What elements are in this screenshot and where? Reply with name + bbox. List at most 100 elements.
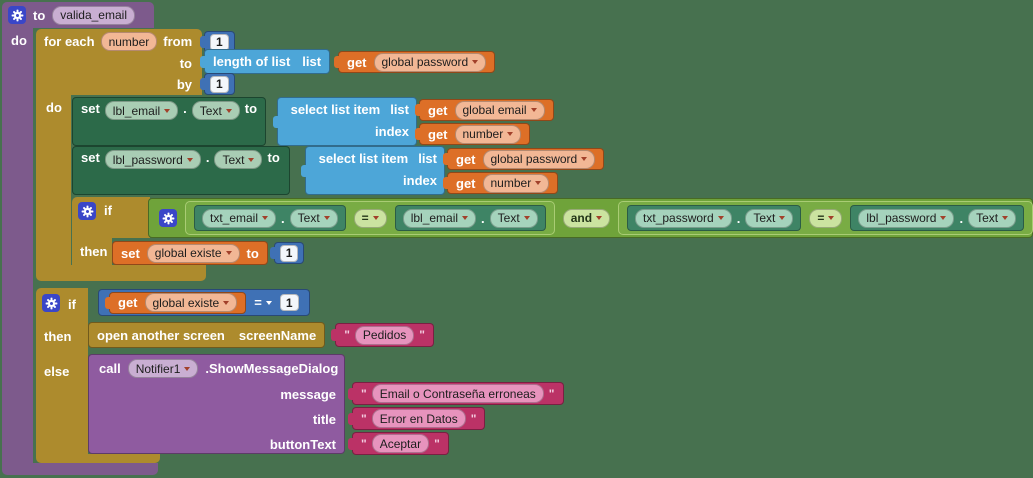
equals-block-password[interactable]: txt_password . Text = lbl_password . Tex… bbox=[618, 201, 1033, 235]
set-lbl-password-text-block[interactable]: set lbl_password . Text to bbox=[72, 146, 290, 195]
equals-block-email[interactable]: txt_email . Text = lbl_email . Text bbox=[185, 201, 555, 235]
property-dropdown[interactable]: Text bbox=[289, 208, 338, 228]
get-var-field[interactable]: global existe bbox=[144, 293, 238, 312]
get-number-block[interactable]: get number bbox=[419, 123, 531, 145]
component-dropdown[interactable]: txt_password bbox=[635, 208, 732, 228]
get-global-email-block[interactable]: get global email bbox=[419, 99, 554, 121]
get-var-field[interactable]: number bbox=[482, 173, 550, 193]
text-value-field[interactable]: Aceptar bbox=[371, 434, 430, 453]
get-global-password-block[interactable]: get global password bbox=[447, 148, 605, 170]
gear-glyph bbox=[11, 9, 23, 21]
txt-password-text-getter[interactable]: txt_password . Text bbox=[627, 205, 802, 231]
number-value-field[interactable]: 1 bbox=[210, 33, 229, 51]
component-dropdown[interactable]: txt_email bbox=[202, 208, 277, 228]
lbl-password-text-getter[interactable]: lbl_password . Text bbox=[850, 205, 1025, 231]
for-each-from-label: from bbox=[163, 34, 193, 49]
equals-operator-dropdown[interactable]: = bbox=[254, 295, 272, 310]
number-block-by[interactable]: 1 bbox=[204, 73, 235, 95]
close-quote: " bbox=[434, 436, 440, 451]
equals-operator-dropdown[interactable]: = bbox=[353, 208, 387, 228]
property-dropdown[interactable]: Text bbox=[968, 208, 1017, 228]
length-of-list-block[interactable]: length of list list bbox=[204, 49, 331, 74]
procedure-block-header[interactable]: to valida_email bbox=[2, 2, 154, 28]
set-lbl-email-text-block[interactable]: set lbl_email . Text to bbox=[72, 97, 267, 146]
call-notifier-block[interactable]: call Notifier1 .ShowMessageDialog messag… bbox=[88, 354, 345, 454]
inner-if-block-header[interactable]: if bbox=[72, 197, 150, 238]
number-value-field[interactable]: 1 bbox=[279, 294, 299, 311]
dropdown-arrow-icon bbox=[523, 216, 530, 220]
property-dropdown[interactable]: Text bbox=[214, 150, 263, 169]
mutator-gear-icon[interactable] bbox=[159, 209, 177, 227]
property-dropdown[interactable]: Text bbox=[489, 208, 538, 228]
mutator-gear-icon[interactable] bbox=[8, 6, 26, 24]
for-each-bottom-bar[interactable] bbox=[36, 265, 206, 281]
close-quote: " bbox=[470, 411, 477, 426]
screen-name-param-label: screenName bbox=[238, 327, 317, 343]
open-another-screen-block[interactable]: open another screen screenName bbox=[88, 322, 326, 348]
and-block[interactable]: txt_email . Text = lbl_email . Text and … bbox=[148, 198, 1033, 238]
get-number-block[interactable]: get number bbox=[447, 172, 559, 194]
procedure-name-field[interactable]: valida_email bbox=[52, 5, 135, 25]
property-dropdown[interactable]: Text bbox=[191, 101, 240, 120]
text-string-block-title[interactable]: " Error en Datos " bbox=[352, 407, 486, 430]
component-dropdown[interactable]: lbl_password bbox=[858, 208, 955, 228]
and-operator-dropdown[interactable]: and bbox=[562, 208, 611, 228]
text-string-block-pedidos[interactable]: " Pedidos " bbox=[335, 323, 434, 347]
buttontext-param-label: buttonText bbox=[269, 437, 336, 452]
outer-else-label: else bbox=[44, 364, 70, 379]
component-dropdown[interactable]: lbl_email bbox=[104, 101, 179, 120]
for-each-var-field[interactable]: number bbox=[100, 32, 158, 51]
outer-if-bottom-bar[interactable] bbox=[36, 454, 160, 463]
get-var-field[interactable]: global email bbox=[454, 100, 545, 120]
for-each-header-row: for each number from bbox=[44, 32, 192, 51]
component-dropdown[interactable]: lbl_password bbox=[104, 150, 201, 169]
number-value-field[interactable]: 1 bbox=[210, 75, 229, 93]
get-global-password-block[interactable]: get global password bbox=[338, 51, 496, 73]
outer-if-block[interactable]: if then else bbox=[36, 288, 88, 454]
number-block-existe[interactable]: 1 bbox=[273, 242, 305, 264]
text-string-block-message[interactable]: " Email o Contraseña erroneas " bbox=[352, 382, 564, 405]
text-value-field[interactable]: Pedidos bbox=[354, 325, 415, 345]
get-var-field[interactable]: global password bbox=[373, 52, 487, 72]
var-dropdown[interactable]: global existe bbox=[146, 243, 240, 263]
inner-if-then-column[interactable]: then bbox=[72, 238, 112, 265]
select-list-item-block-password[interactable]: select list item list index bbox=[305, 146, 445, 195]
component-dropdown[interactable]: Notifier1 bbox=[127, 359, 199, 378]
number-value: 1 bbox=[216, 35, 223, 49]
text-value-field[interactable]: Email o Contraseña erroneas bbox=[371, 384, 544, 403]
math-equals-block[interactable]: get global existe = 1 bbox=[98, 289, 310, 316]
number-value: 1 bbox=[216, 77, 223, 91]
for-each-by-label: by bbox=[176, 77, 192, 92]
message-param-label: message bbox=[280, 387, 336, 402]
length-of-list-list-label: list bbox=[302, 54, 322, 69]
get-var-name: number bbox=[462, 127, 504, 141]
text-string-block-buttontext[interactable]: " Aceptar " bbox=[352, 432, 449, 455]
outer-if-label: if bbox=[68, 297, 76, 312]
dot-label: . bbox=[205, 150, 210, 165]
mutator-gear-icon[interactable] bbox=[42, 294, 60, 312]
get-global-existe-block[interactable]: get global existe bbox=[109, 291, 247, 314]
set-global-existe-block[interactable]: set global existe to bbox=[112, 241, 268, 265]
index-label: index bbox=[375, 124, 409, 139]
procedure-left-column[interactable]: do bbox=[2, 28, 33, 463]
dropdown-arrow-icon bbox=[184, 366, 191, 371]
lbl-email-text-getter[interactable]: lbl_email . Text bbox=[394, 205, 546, 231]
for-each-left-column[interactable]: do bbox=[36, 95, 71, 265]
procedure-bottom-bar[interactable] bbox=[2, 463, 158, 475]
number-value-field[interactable]: 1 bbox=[279, 244, 299, 262]
for-each-do-label: do bbox=[46, 100, 62, 115]
text-value-field[interactable]: Error en Datos bbox=[371, 409, 466, 428]
get-var-field[interactable]: number bbox=[454, 124, 522, 144]
for-each-block[interactable]: for each number from to by bbox=[36, 29, 202, 95]
dropdown-arrow-icon bbox=[581, 157, 588, 161]
property-dropdown[interactable]: Text bbox=[745, 208, 794, 228]
get-var-name: global password bbox=[381, 55, 469, 69]
component-dropdown[interactable]: lbl_email bbox=[402, 208, 477, 228]
mutator-gear-icon[interactable] bbox=[78, 202, 96, 220]
equals-operator-dropdown[interactable]: = bbox=[809, 208, 843, 228]
txt-email-text-getter[interactable]: txt_email . Text bbox=[194, 205, 346, 231]
select-list-item-block-email[interactable]: select list item list index bbox=[277, 97, 417, 146]
get-var-field[interactable]: global password bbox=[482, 149, 596, 169]
gear-glyph bbox=[45, 297, 57, 309]
